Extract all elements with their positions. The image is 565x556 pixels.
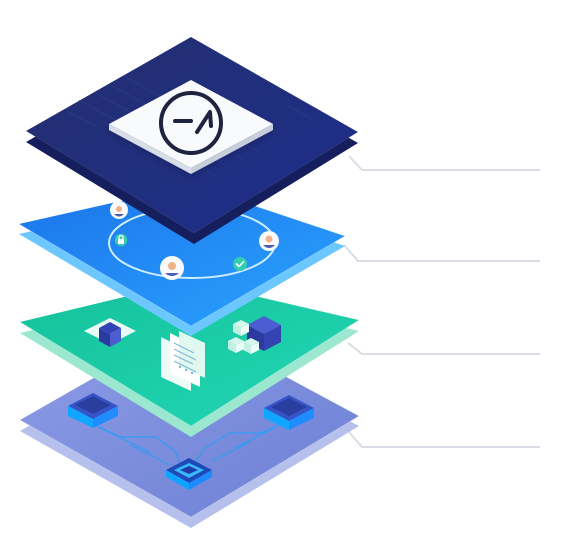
server-block-left: [68, 393, 118, 428]
logo-mark-icon: [159, 91, 223, 155]
connector-line-4: [348, 431, 540, 448]
server-block-right: [264, 395, 314, 430]
connector-lines: [343, 155, 540, 448]
user-avatar-icon: [110, 201, 279, 280]
logo-layer: [25, 36, 359, 244]
logo-tile: [109, 80, 273, 174]
connector-line-1: [348, 155, 540, 171]
cube-icon: [84, 318, 136, 347]
lock-icon: [114, 233, 128, 247]
connector-line-3: [347, 342, 540, 355]
circuit-traces: [92, 419, 291, 471]
document-icon: [161, 331, 205, 391]
data-layer: [19, 280, 361, 437]
chip-icon: [166, 458, 212, 490]
identity-layer: [18, 184, 347, 336]
connector-line-2: [343, 244, 540, 262]
check-icon: [233, 257, 247, 271]
cube-cluster-icon: [228, 316, 281, 354]
